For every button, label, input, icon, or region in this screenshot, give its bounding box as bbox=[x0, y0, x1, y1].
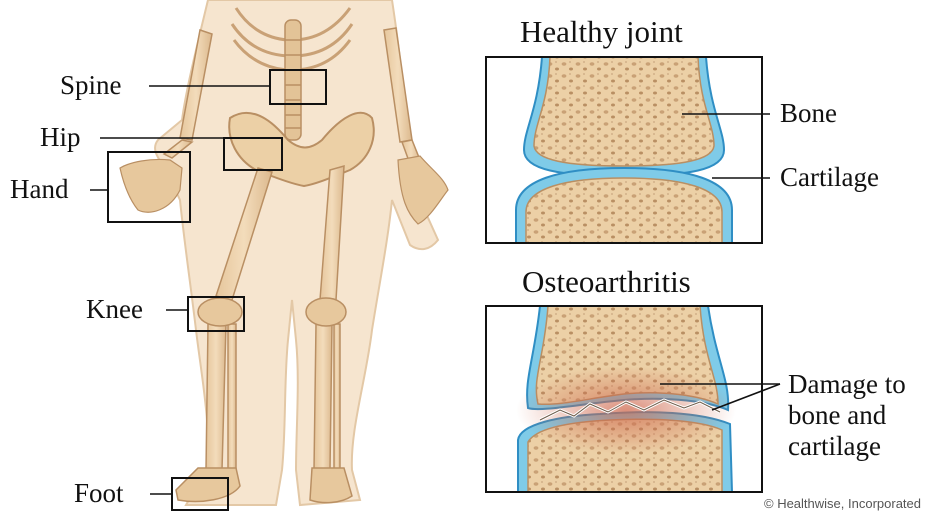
osteoarthritis-title: Osteoarthritis bbox=[522, 264, 691, 299]
foot-label: Foot bbox=[74, 478, 124, 508]
knee-label: Knee bbox=[86, 294, 143, 324]
healthy-joint-title: Healthy joint bbox=[520, 14, 683, 49]
cartilage-label: Cartilage bbox=[780, 162, 879, 192]
healthy-lower-bone bbox=[526, 178, 722, 243]
copyright-credit: © Healthwise, Incorporated bbox=[764, 496, 921, 511]
healthy-joint-panel: Healthy joint Bone Cartilage bbox=[486, 14, 879, 243]
damage-label-line-3: cartilage bbox=[788, 431, 881, 461]
bone-label: Bone bbox=[780, 98, 837, 128]
hip-label: Hip bbox=[40, 122, 81, 152]
damage-label-line-2: bone and bbox=[788, 400, 887, 430]
osteoarthritis-panel: Osteoarthritis Damage to bone and cartil… bbox=[486, 264, 906, 492]
spine-label: Spine bbox=[60, 70, 122, 100]
hand-label: Hand bbox=[10, 174, 69, 204]
damage-highlight bbox=[516, 366, 736, 454]
spine-illustration bbox=[285, 20, 301, 140]
healthy-upper-bone bbox=[534, 57, 714, 166]
skeleton-illustration bbox=[120, 0, 448, 505]
damage-label-line-1: Damage to bbox=[788, 369, 906, 399]
